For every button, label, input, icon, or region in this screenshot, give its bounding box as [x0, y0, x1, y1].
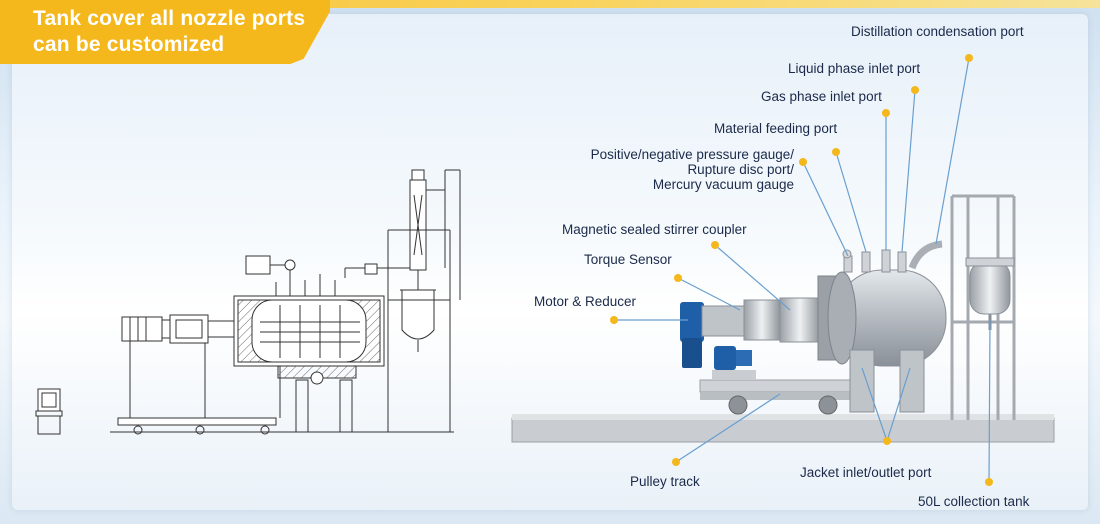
dot-torque: [674, 274, 682, 282]
label-gas-phase-inlet-port: Gas phase inlet port: [761, 89, 882, 104]
collection-tank-render: [965, 257, 1015, 330]
dot-pressure-gauge: [799, 158, 807, 166]
tank-render: [817, 240, 947, 413]
label-magnetic-coupler: Magnetic sealed stirrer coupler: [562, 222, 747, 237]
label-pressure-gauge-line-1: Positive/negative pressure gauge/: [590, 147, 794, 162]
label-liquid-phase-inlet-port: Liquid phase inlet port: [788, 61, 921, 76]
dot-liquid-phase: [911, 86, 919, 94]
dot-distillation: [965, 54, 973, 62]
dot-jacket: [883, 437, 891, 445]
dot-coupler: [711, 241, 719, 249]
label-pressure-gauge-line-3: Mercury vacuum gauge: [652, 177, 794, 192]
label-pulley-track: Pulley track: [630, 474, 700, 489]
top-accent-bar: [0, 0, 1100, 8]
label-pressure-gauge: Positive/negative pressure gauge/ Ruptur…: [560, 147, 794, 192]
dot-pulley: [672, 458, 680, 466]
motor-render: [680, 299, 781, 368]
dot-gas-phase: [882, 109, 890, 117]
page-title: Tank cover all nozzle ports can be custo…: [33, 6, 323, 58]
base-skid: [511, 417, 1055, 443]
label-material-feeding-port: Material feeding port: [714, 121, 838, 136]
condenser-drawing: [344, 169, 461, 433]
label-motor-reducer: Motor & Reducer: [534, 294, 637, 309]
leader-lines: [614, 57, 991, 483]
small-motor-render: [712, 346, 756, 380]
dot-feeding: [832, 148, 840, 156]
pump-unit-drawing: [35, 388, 63, 435]
equipment-render: [511, 194, 1055, 443]
label-jacket-port: Jacket inlet/outlet port: [800, 465, 932, 480]
motor-drawing: [121, 314, 250, 344]
label-pressure-gauge-line-2: Rupture disc port/: [687, 162, 794, 177]
dot-collection: [985, 478, 993, 486]
label-distillation-condensation-port: Distillation condensation port: [851, 24, 1024, 39]
label-collection-tank: 50L collection tank: [918, 494, 1030, 509]
label-dots: [610, 54, 993, 486]
label-torque-sensor: Torque Sensor: [584, 252, 672, 267]
pulley-track: [699, 379, 861, 393]
dot-motor: [610, 316, 618, 324]
collection-frame-render: [950, 194, 1016, 420]
title-line-2: can be customized: [33, 33, 225, 56]
tank-drawing: [233, 255, 385, 385]
magnetic-coupler-render: [779, 297, 821, 343]
schematic-drawing: [35, 169, 461, 435]
title-line-1: Tank cover all nozzle ports: [33, 7, 306, 30]
title-tab: [0, 0, 330, 64]
